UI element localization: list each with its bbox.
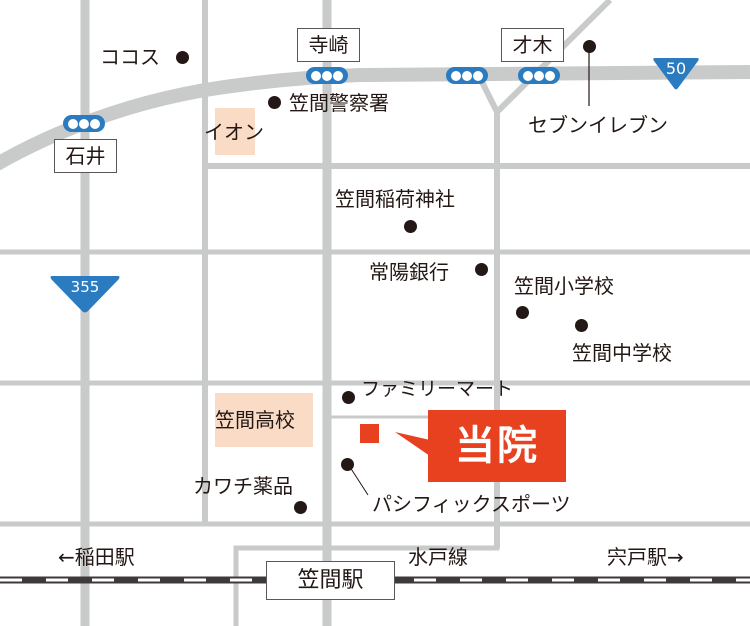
- landmark-dot: [583, 40, 596, 53]
- landmark-pacific-sports: パシフィックスポーツ: [372, 492, 571, 516]
- railway-line-name: 水戸線: [408, 545, 468, 569]
- landmark-elementary-school: 笠間小学校: [514, 274, 614, 298]
- station-kasama: 笠間駅: [266, 561, 395, 600]
- route-355-shield: 355: [55, 278, 115, 296]
- landmark-junior-high-school: 笠間中学校: [572, 341, 672, 365]
- landmark-aeon: イオン: [204, 120, 264, 144]
- intersection-ishii: 石井: [54, 139, 117, 173]
- landmark-kawachi: カワチ薬品: [193, 474, 293, 498]
- high-school-building: [215, 393, 313, 447]
- landmark-cocos: ココス: [100, 45, 160, 69]
- clinic-label: 当院: [428, 410, 566, 482]
- landmark-dot: [475, 263, 488, 276]
- landmark-police: 笠間警察署: [289, 91, 389, 115]
- traffic-signal-icon: [306, 67, 348, 84]
- landmark-shrine: 笠間稲荷神社: [335, 187, 455, 211]
- direction-inada: ←稲田駅: [58, 545, 135, 569]
- traffic-signal-icon: [446, 67, 488, 84]
- landmark-dot: [268, 96, 281, 109]
- landmark-high-school: 笠間高校: [215, 408, 295, 432]
- landmark-dot: [294, 501, 307, 514]
- landmark-familymart: ファミリーマート: [361, 378, 514, 400]
- landmark-dot: [575, 319, 588, 332]
- route-355-number: 355: [70, 278, 100, 296]
- landmark-seven-eleven: セブンイレブン: [528, 113, 668, 137]
- route-50-shield: 50: [646, 59, 706, 78]
- intersection-saiki: 才木: [501, 28, 564, 62]
- direction-shishido: 宍戸駅→: [607, 545, 684, 569]
- landmark-joyo-bank: 常陽銀行: [369, 260, 449, 284]
- landmark-dot: [341, 458, 354, 471]
- traffic-signal-icon: [63, 115, 105, 132]
- clinic-location-marker: [360, 424, 379, 443]
- traffic-signal-icon: [518, 67, 560, 84]
- intersection-terasaki: 寺崎: [297, 28, 360, 62]
- route-50-number: 50: [665, 59, 687, 78]
- landmark-dot: [342, 391, 355, 404]
- landmark-dot: [516, 306, 529, 319]
- landmark-dot: [176, 51, 189, 64]
- landmark-dot: [404, 220, 417, 233]
- aeon-building: [215, 108, 255, 155]
